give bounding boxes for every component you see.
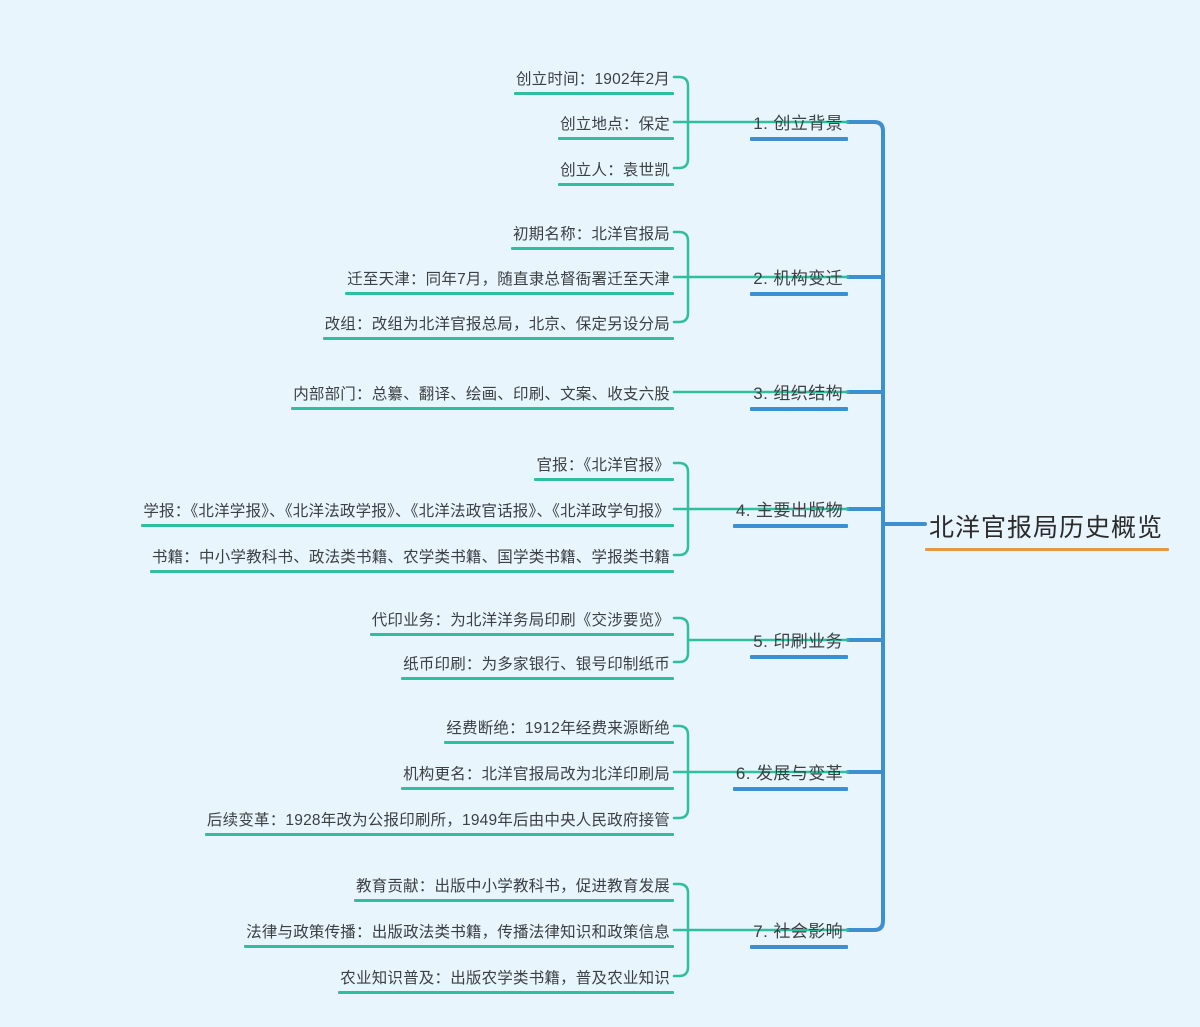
- leaf-node-6-1[interactable]: 经费断绝：1912年经费来源断绝: [444, 721, 674, 744]
- branch-node-1[interactable]: 1. 创立背景: [750, 115, 848, 141]
- leaf-node-7-2[interactable]: 法律与政策传播：出版政法类书籍，传播法律知识和政策信息: [244, 925, 674, 948]
- leaf-node-5-2-underline: [401, 676, 674, 680]
- leaf-node-4-1-label: 官报：《北洋官报》: [536, 457, 670, 474]
- leaf-node-3-1-label: 内部部门：总纂、翻译、绘画、印刷、文案、收支六股: [293, 386, 670, 403]
- branch-node-6[interactable]: 6. 发展与变革: [732, 764, 848, 791]
- branch-node-5-underline: [750, 655, 848, 659]
- leaf-node-4-3[interactable]: 书籍：中小学教科书、政法类书籍、农学类书籍、国学类书籍、学报类书籍: [149, 549, 674, 573]
- branch-node-6-underline: [732, 787, 848, 791]
- branch-node-2-label: 2. 机构变迁: [753, 269, 843, 288]
- leaf-node-4-1[interactable]: 官报：《北洋官报》: [534, 458, 674, 481]
- leaf-node-4-2-label: 学报：《北洋学报》、《北洋法政学报》、《北洋法政官话报》、《北洋政学旬报》: [143, 503, 670, 520]
- branch-node-2-underline: [750, 292, 848, 296]
- leaf-node-6-1-label: 经费断绝：1912年经费来源断绝: [446, 720, 670, 737]
- leaf-node-7-2-label: 法律与政策传播：出版政法类书籍，传播法律知识和政策信息: [246, 924, 670, 941]
- leaf-node-7-1-label: 教育贡献：出版中小学教科书，促进教育发展: [355, 878, 670, 895]
- leaf-node-4-2-underline: [141, 523, 674, 527]
- leaf-node-7-1[interactable]: 教育贡献：出版中小学教科书，促进教育发展: [353, 878, 674, 902]
- branch-node-5[interactable]: 5. 印刷业务: [750, 633, 848, 659]
- leaf-node-3-1[interactable]: 内部部门：总纂、翻译、绘画、印刷、文案、收支六股: [291, 387, 674, 410]
- leaf-node-2-2-label: 迁至天津：同年7月，随直隶总督衙署迁至天津: [347, 271, 670, 288]
- leaf-node-1-2-label: 创立地点：保定: [560, 116, 670, 133]
- leaf-node-1-3[interactable]: 创立人：袁世凯: [558, 163, 674, 186]
- leaf-node-7-1-underline: [353, 898, 674, 902]
- leaf-node-5-2-label: 纸币印刷：为多家银行、银号印制纸币: [403, 656, 670, 673]
- root-node-underline: [925, 548, 1170, 551]
- branch-node-6-label: 6. 发展与变革: [735, 764, 843, 783]
- leaf-node-6-3-label: 后续变革：1928年改为公报印刷所，1949年后由中央人民政府接管: [206, 812, 670, 829]
- leaf-node-2-1[interactable]: 初期名称：北洋官报局: [510, 226, 674, 250]
- leaf-node-1-2[interactable]: 创立地点：保定: [558, 117, 674, 140]
- branch-node-1-label: 1. 创立背景: [753, 114, 843, 133]
- branch-node-4-underline: [732, 524, 848, 528]
- leaf-node-2-1-label: 初期名称：北洋官报局: [512, 226, 670, 243]
- leaf-node-5-2[interactable]: 纸币印刷：为多家银行、银号印制纸币: [401, 657, 674, 680]
- leaf-node-1-2-underline: [558, 136, 674, 140]
- leaf-node-4-2[interactable]: 学报：《北洋学报》、《北洋法政学报》、《北洋法政官话报》、《北洋政学旬报》: [141, 504, 674, 527]
- leaf-node-7-3-label: 农业知识普及：出版农学类书籍，普及农业知识: [340, 970, 670, 987]
- branch-node-7-underline: [750, 945, 848, 949]
- branch-node-7-label: 7. 社会影响: [753, 922, 843, 941]
- branch-node-4[interactable]: 4. 主要出版物: [732, 501, 848, 528]
- leaf-node-4-3-underline: [149, 569, 674, 573]
- leaf-node-6-3[interactable]: 后续变革：1928年改为公报印刷所，1949年后由中央人民政府接管: [204, 812, 674, 836]
- leaf-node-6-2-label: 机构更名：北洋官报局改为北洋印刷局: [403, 766, 670, 783]
- leaf-node-1-1-label: 创立时间：1902年2月: [515, 71, 670, 88]
- leaf-node-2-1-underline: [510, 246, 674, 250]
- leaf-node-3-1-underline: [291, 406, 674, 410]
- leaf-node-1-3-underline: [558, 182, 674, 186]
- leaf-node-5-1[interactable]: 代印业务：为北洋洋务局印刷《交涉要览》: [369, 612, 674, 636]
- leaf-node-2-3-underline: [322, 336, 674, 340]
- leaf-node-5-1-underline: [369, 632, 674, 636]
- leaf-node-1-1-underline: [513, 91, 674, 95]
- branch-node-3-label: 3. 组织结构: [753, 384, 843, 403]
- leaf-node-6-1-underline: [444, 740, 674, 744]
- leaf-node-2-3[interactable]: 改组：改组为北洋官报总局，北京、保定另设分局: [322, 316, 674, 340]
- branch-node-7[interactable]: 7. 社会影响: [750, 923, 848, 949]
- leaf-node-6-3-underline: [204, 832, 674, 836]
- leaf-node-4-1-underline: [534, 477, 674, 481]
- root-node[interactable]: 北洋官报局历史概览: [925, 514, 1170, 551]
- branch-node-1-underline: [750, 137, 848, 141]
- leaf-node-1-1[interactable]: 创立时间：1902年2月: [513, 71, 674, 95]
- leaf-node-2-2-underline: [345, 291, 674, 295]
- leaf-node-2-2[interactable]: 迁至天津：同年7月，随直隶总督衙署迁至天津: [345, 272, 674, 295]
- branch-node-4-label: 4. 主要出版物: [735, 501, 843, 520]
- branch-node-3[interactable]: 3. 组织结构: [750, 385, 848, 411]
- branch-node-2[interactable]: 2. 机构变迁: [750, 270, 848, 296]
- branch-node-3-underline: [750, 407, 848, 411]
- leaf-node-4-3-label: 书籍：中小学教科书、政法类书籍、农学类书籍、国学类书籍、学报类书籍: [151, 549, 670, 566]
- leaf-node-7-3-underline: [338, 990, 674, 994]
- leaf-node-7-3[interactable]: 农业知识普及：出版农学类书籍，普及农业知识: [338, 971, 674, 994]
- branch-node-5-label: 5. 印刷业务: [753, 632, 843, 651]
- leaf-node-7-2-underline: [244, 944, 674, 948]
- leaf-node-1-3-label: 创立人：袁世凯: [560, 162, 670, 179]
- leaf-node-2-3-label: 改组：改组为北洋官报总局，北京、保定另设分局: [324, 316, 670, 333]
- leaf-node-5-1-label: 代印业务：为北洋洋务局印刷《交涉要览》: [371, 612, 670, 629]
- leaf-node-6-2-underline: [401, 786, 674, 790]
- leaf-node-6-2[interactable]: 机构更名：北洋官报局改为北洋印刷局: [401, 767, 674, 790]
- root-node-label: 北洋官报局历史概览: [929, 514, 1164, 542]
